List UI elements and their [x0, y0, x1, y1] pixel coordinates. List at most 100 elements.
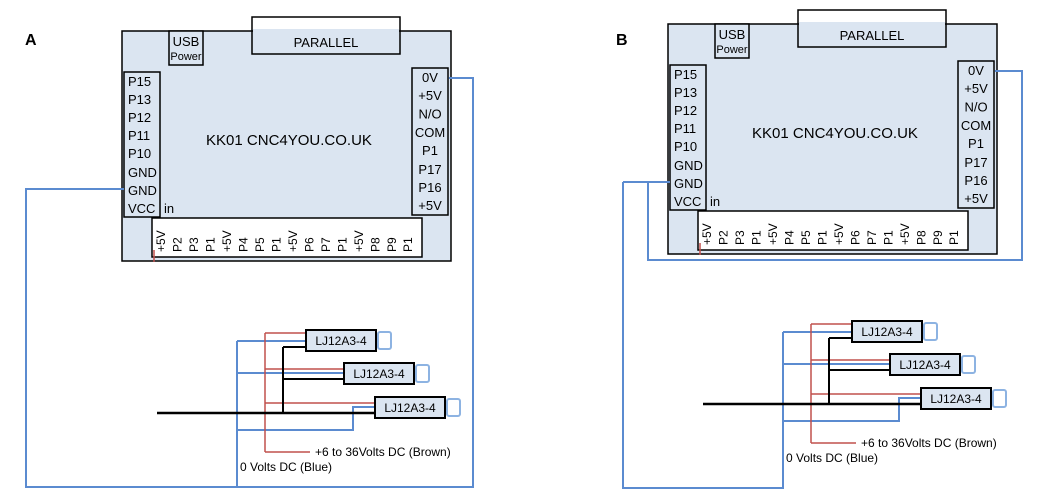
sensor-tip-3: [992, 389, 1007, 408]
parallel-box-overlap: [799, 22, 945, 28]
sensor-label-1: LJ12A3-4: [861, 325, 913, 339]
sensor-label-3: LJ12A3-4: [384, 401, 436, 415]
pin-label-right-0: 0V: [968, 63, 984, 78]
board-title: KK01 CNC4YOU.CO.UK: [206, 132, 372, 149]
pin-label-bottom-15: P1: [947, 230, 961, 245]
parallel-port-box: [251, 16, 401, 55]
pin-label-bottom-1: P2: [717, 230, 731, 245]
sensor-label-3: LJ12A3-4: [930, 392, 982, 406]
pin-label-left-0: P15: [128, 74, 151, 89]
pin-label-bottom-2: P3: [187, 237, 201, 252]
pin-label-bottom-3: P1: [750, 230, 764, 245]
pin-label-bottom-11: P1: [336, 237, 350, 252]
pin-header-left: [123, 71, 161, 218]
sensor-tip-2: [961, 355, 976, 374]
parallel-box-overlap: [253, 29, 399, 35]
pin-label-right-5: P17: [418, 162, 441, 177]
sensor-box-3: [920, 387, 992, 410]
sensor-label-2: LJ12A3-4: [899, 358, 951, 372]
usb-label-line2: Power: [170, 51, 202, 63]
sensor-cluster-a: LJ12A3-4 LJ12A3-4 LJ12A3-4 +6 to 36Volts…: [157, 329, 461, 487]
pin-header-bottom: [697, 210, 969, 251]
diagram-a: A PARALLEL USB Power KK01 CNC4YOU.CO.UK …: [25, 16, 474, 488]
gnd-zero-volt-loop: [25, 77, 474, 488]
pin-label-right-0: 0V: [422, 70, 438, 85]
pin-label-bottom-8: +5V: [832, 223, 846, 245]
diagram-b-label: B: [616, 32, 628, 49]
note-positive-supply: +6 to 36Volts DC (Brown): [861, 436, 997, 450]
black-wire-bus: [282, 346, 344, 413]
sensor-tip-3: [446, 398, 461, 417]
pin-label-bottom-9: P6: [303, 237, 317, 252]
pin-label-bottom-9: P6: [849, 230, 863, 245]
parallel-port-box: [797, 9, 947, 48]
pin-label-right-4: P1: [422, 143, 438, 158]
pin-label-bottom-10: P7: [865, 230, 879, 245]
parallel-label: PARALLEL: [840, 28, 905, 43]
sensor-box-1: [851, 320, 923, 343]
pin-label-left-5: GND: [674, 158, 703, 173]
pin-label-left-2: P12: [674, 103, 697, 118]
pin-label-bottom-8: +5V: [286, 230, 300, 252]
sensor-tip-1: [377, 331, 392, 350]
diagram-a-label: A: [25, 32, 37, 49]
pin-label-bottom-12: +5V: [352, 230, 366, 252]
board-title: KK01 CNC4YOU.CO.UK: [752, 125, 918, 142]
gnd-zero-volt-loop: [622, 70, 1023, 489]
pin-label-right-6: P16: [964, 173, 987, 188]
pin-label-bottom-7: P1: [270, 237, 284, 252]
sensor-box-2: [889, 353, 961, 376]
pin-label-bottom-2: P3: [733, 230, 747, 245]
pin-label-bottom-14: P9: [931, 230, 945, 245]
note-positive-supply: +6 to 36Volts DC (Brown): [315, 445, 451, 459]
pin-label-bottom-6: P5: [253, 237, 267, 252]
pin-label-bottom-7: P1: [816, 230, 830, 245]
sensor-tip-2: [415, 364, 430, 383]
diagram-b: B PARALLEL USB Power KK01 CNC4YOU.CO.UK …: [616, 9, 1023, 489]
usb-power-box: [714, 23, 750, 59]
pin-header-right: [957, 60, 995, 209]
black-wire-bus: [828, 337, 890, 404]
pin-label-left-6: GND: [128, 183, 157, 198]
pin-label-bottom-5: P4: [783, 230, 797, 245]
sensor-tip-1: [923, 322, 938, 341]
pin-header-left: [669, 64, 707, 211]
sensor-box-3: [374, 396, 446, 419]
pin-label-bottom-4: +5V: [766, 223, 780, 245]
pin-label-bottom-13: P8: [915, 230, 929, 245]
breakout-board-b: PARALLEL USB Power KK01 CNC4YOU.CO.UK P1…: [667, 9, 998, 255]
pin-label-bottom-0: +5V: [154, 230, 168, 252]
breakout-board-a: PARALLEL USB Power KK01 CNC4YOU.CO.UK P1…: [121, 16, 452, 262]
usb-label-line2: Power: [716, 44, 748, 56]
note-zero-volts: 0 Volts DC (Blue): [786, 451, 878, 465]
sensor-box-1: [305, 329, 377, 352]
sensor-cluster-b: LJ12A3-4 LJ12A3-4 LJ12A3-4 +6 to 36Volts…: [703, 320, 1007, 478]
pin-label-bottom-13: P8: [369, 237, 383, 252]
pin-label-left-4: P10: [128, 146, 151, 161]
usb-label-line1: USB: [173, 34, 200, 49]
pin-label-right-3: COM: [961, 118, 991, 133]
sensor-box-2: [343, 362, 415, 385]
pin-label-left-2: P12: [128, 110, 151, 125]
pin-label-left-5: GND: [128, 165, 157, 180]
pin-label-bottom-6: P5: [799, 230, 813, 245]
pin-label-bottom-0: +5V: [700, 223, 714, 245]
pin-label-bottom-10: P7: [319, 237, 333, 252]
pin-label-left-0: P15: [674, 67, 697, 82]
pin-label-bottom-14: P9: [385, 237, 399, 252]
pin-label-right-1: +5V: [418, 88, 442, 103]
pin-label-right-2: N/O: [418, 107, 441, 122]
pin-label-left-3: P11: [128, 128, 150, 143]
note-zero-volts: 0 Volts DC (Blue): [240, 460, 332, 474]
pin-header-bottom: [151, 217, 423, 258]
pin-label-bottom-4: +5V: [220, 230, 234, 252]
pin-label-bottom-12: +5V: [898, 223, 912, 245]
pin-label-right-3: COM: [415, 125, 445, 140]
pin-label-right-1: +5V: [964, 81, 988, 96]
sensor-label-2: LJ12A3-4: [353, 367, 405, 381]
pin-label-bottom-11: P1: [882, 230, 896, 245]
pin-label-left-6: GND: [674, 176, 703, 191]
pin-label-left-4: P10: [674, 139, 697, 154]
